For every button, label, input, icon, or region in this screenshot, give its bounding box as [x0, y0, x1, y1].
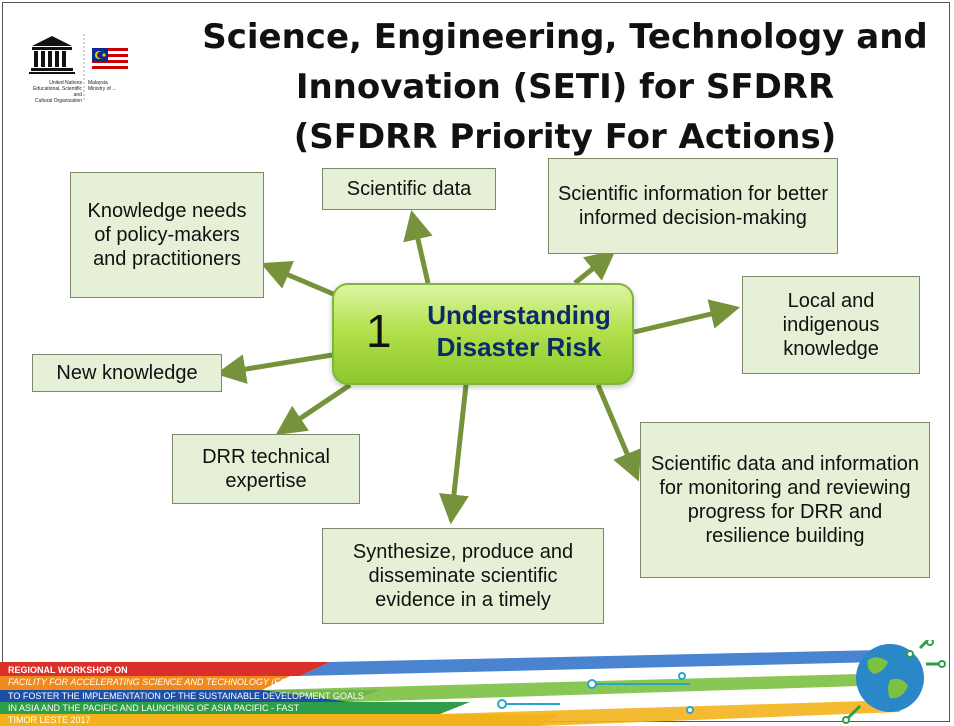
arrow-to-knowledge-needs — [260, 261, 339, 299]
arrow-to-drr-expertise — [275, 382, 352, 435]
slide-title: Science, Engineering, Technology and Inn… — [200, 12, 930, 162]
arrow-to-scientific-data — [403, 209, 433, 284]
malaysia-flag-icon — [92, 48, 128, 72]
arrow-to-scientific-information — [573, 250, 616, 285]
unesco-logo-icon — [29, 34, 85, 102]
footer-line-2: FACILITY FOR ACCELERATING SCIENCE AND TE… — [8, 677, 300, 687]
node-scientific-information: Scientific information for better inform… — [548, 158, 838, 254]
center-label-line-1: Understanding — [427, 300, 611, 330]
center-label-line-2: Disaster Risk — [436, 332, 602, 362]
center-label: Understanding Disaster Risk — [414, 299, 624, 363]
footer-line-5: TIMOR LESTE 2017 — [8, 715, 91, 725]
node-synthesize: Synthesize, produce and disseminate scie… — [322, 528, 604, 624]
title-line-2: Innovation (SETI) for SFDRR — [295, 67, 835, 107]
arrow-to-synthesize — [439, 384, 469, 525]
country-caption: Malaysia Ministry of ... — [88, 80, 117, 92]
footer-line-3: TO FOSTER THE IMPLEMENTATION OF THE SUST… — [8, 691, 364, 701]
node-knowledge-needs: Knowledge needs of policy-makers and pra… — [70, 172, 264, 298]
center-number: 1 — [366, 305, 392, 357]
node-new-knowledge: New knowledge — [32, 354, 222, 392]
node-local-knowledge: Local and indigenous knowledge — [742, 276, 920, 374]
footer-stripes-icon — [0, 640, 946, 726]
footer-line-1: REGIONAL WORKSHOP ON — [8, 665, 128, 675]
center-node: 1 Understanding Disaster Risk — [332, 283, 634, 385]
arrow-to-new-knowledge — [215, 352, 333, 384]
title-line-1: Science, Engineering, Technology and — [202, 17, 928, 57]
arrow-to-local-knowledge — [633, 299, 741, 335]
unesco-caption: United Nations Educational, Scientific a… — [33, 80, 82, 104]
node-monitoring: Scientific data and information for moni… — [640, 422, 930, 578]
footer-line-4: IN ASIA AND THE PACIFIC AND LAUNCHING OF… — [8, 703, 300, 713]
node-scientific-data: Scientific data — [322, 168, 496, 210]
node-drr-expertise: DRR technical expertise — [172, 434, 360, 504]
arrow-to-monitoring — [595, 384, 641, 482]
title-line-3: (SFDRR Priority For Actions) — [293, 117, 837, 157]
footer-banner: REGIONAL WORKSHOP ON FACILITY FOR ACCELE… — [0, 640, 954, 726]
logo-block: United Nations Educational, Scientific a… — [26, 34, 176, 104]
